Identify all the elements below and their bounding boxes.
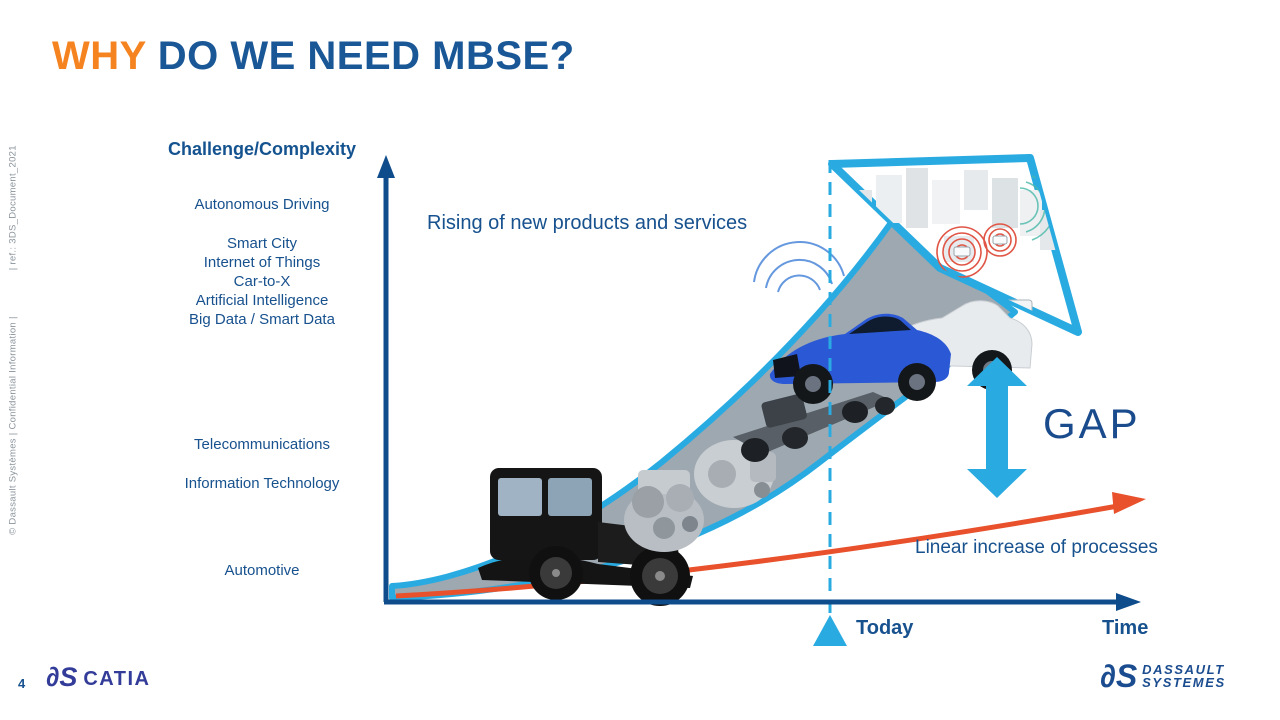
today-marker-icon bbox=[813, 615, 847, 646]
radar-arcs-icon bbox=[753, 241, 845, 293]
linear-annotation: Linear increase of processes bbox=[915, 537, 1158, 558]
page-number: 4 bbox=[18, 676, 26, 691]
3ds-logo-icon: ∂S bbox=[46, 662, 78, 692]
y-item-artificial-intelligence: Artificial Intelligence bbox=[195, 292, 329, 309]
x-axis bbox=[384, 593, 1141, 611]
3ds-logo-icon: ∂S bbox=[1100, 658, 1138, 694]
page-title: WHY DO WE NEED MBSE? bbox=[52, 34, 575, 79]
catia-logo: ∂S CATIA bbox=[46, 664, 150, 691]
gap-double-arrow bbox=[967, 357, 1027, 498]
y-item-car-to-x: Car-to-X bbox=[233, 273, 291, 290]
linear-process-arrowhead bbox=[1112, 492, 1146, 514]
dassault-wordmark-line2: SYSTEMES bbox=[1142, 675, 1226, 690]
y-axis bbox=[377, 155, 395, 602]
title-highlight: WHY bbox=[52, 34, 147, 78]
today-label: Today bbox=[856, 617, 914, 639]
y-item-smart-city: Smart City bbox=[226, 235, 297, 252]
y-item-autonomous-driving: Autonomous Driving bbox=[194, 196, 330, 213]
rising-annotation: Rising of new products and services bbox=[427, 212, 748, 234]
chassis-illustration bbox=[733, 392, 895, 462]
dassault-systemes-logo: ∂S DASSAULT SYSTEMES bbox=[1100, 660, 1226, 692]
y-item-automotive: Automotive bbox=[224, 562, 300, 579]
x-axis-label: Time bbox=[1102, 617, 1149, 639]
blue-car-illustration bbox=[769, 313, 951, 404]
linear-process-line bbox=[395, 503, 1119, 599]
y-item-telecommunications: Telecommunications bbox=[194, 436, 330, 453]
engine-illustration bbox=[624, 470, 704, 552]
y-item-big-data: Big Data / Smart Data bbox=[189, 311, 335, 328]
vintage-car-illustration bbox=[478, 468, 693, 606]
dassault-wordmark-line1: DASSAULT bbox=[1142, 662, 1225, 677]
y-item-information-technology: Information Technology bbox=[184, 475, 340, 492]
y-item-internet-of-things: Internet of Things bbox=[203, 254, 321, 271]
y-axis-label: Challenge/Complexity bbox=[167, 139, 357, 159]
catia-wordmark: CATIA bbox=[83, 668, 151, 690]
title-rest: DO WE NEED MBSE? bbox=[146, 34, 575, 78]
gap-annotation: GAP bbox=[1043, 400, 1141, 447]
